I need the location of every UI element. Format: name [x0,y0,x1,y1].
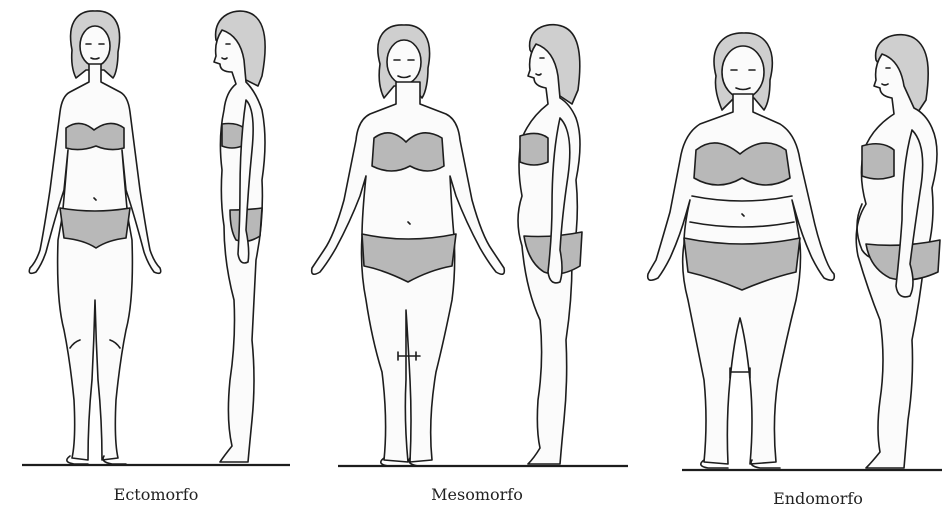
endomorph-side-figure [856,35,940,468]
mesomorph-front-figure [312,25,505,466]
ectomorph-group: Ectomorfo [22,11,290,504]
endomorph-front-figure [648,33,835,468]
ectomorph-side-figure [214,11,265,462]
mesomorph-group: Mesomorfo [312,25,628,504]
mesomorph-label: Mesomorfo [431,485,523,504]
ectomorph-label: Ectomorfo [114,485,199,504]
endomorph-group: Endomorfo [648,33,942,508]
mesomorph-side-figure [518,25,582,464]
ectomorph-front-figure [29,11,161,464]
endomorph-label: Endomorfo [773,489,863,508]
